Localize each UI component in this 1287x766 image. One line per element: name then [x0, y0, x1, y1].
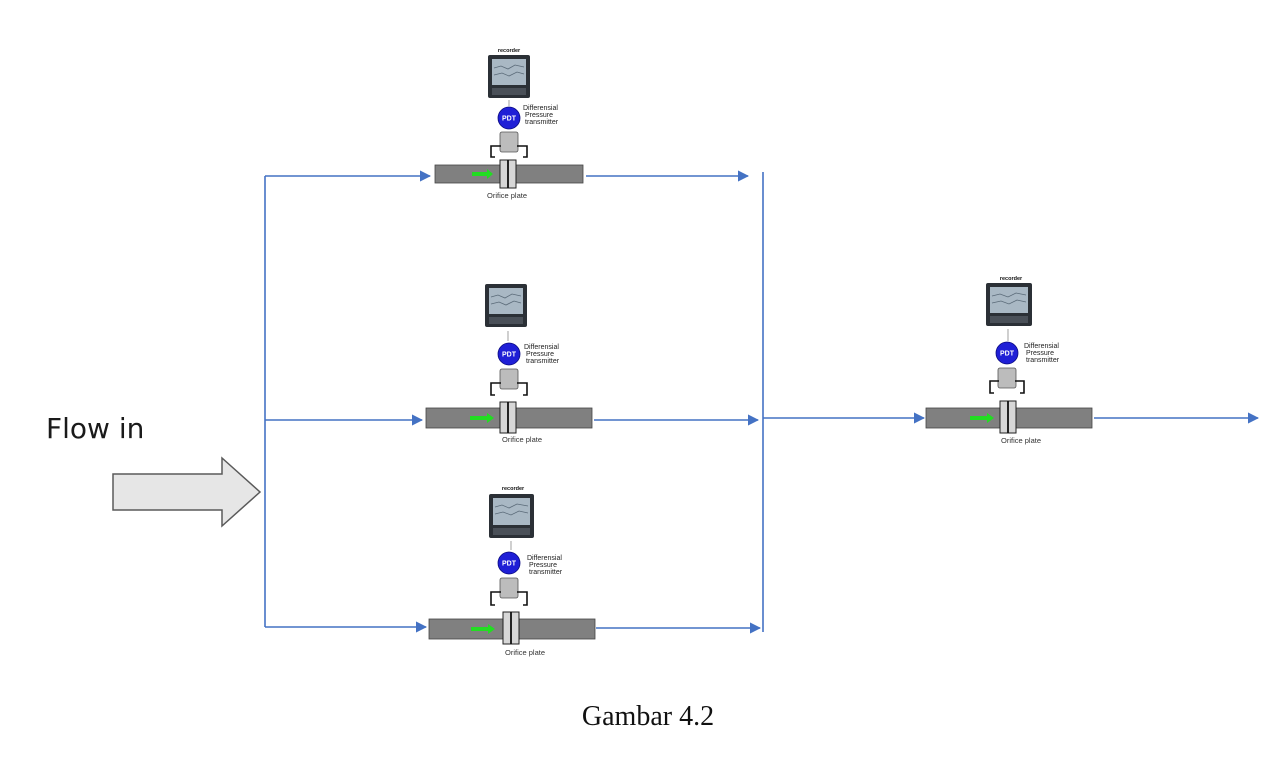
pdt-icon — [497, 551, 521, 575]
metering-station-middle: recorder PDT Differensial Pressure trans… — [425, 284, 593, 444]
metering-station-bottom: recorder PDT Differensial Pressure trans… — [428, 486, 596, 657]
impulse-lines — [490, 382, 501, 396]
pdt-icon — [995, 341, 1019, 365]
recorder-label: recorder — [498, 48, 521, 54]
transmitter-label-line-2: Pressure — [525, 112, 553, 119]
pdt-label: PDT — [502, 352, 517, 359]
orifice-plate-label: Orifice plate — [1001, 436, 1041, 445]
transmitter-label-line-1: Differensial — [1024, 343, 1059, 350]
flow-direction-arrow — [470, 413, 494, 423]
transmitter-label-line-3: transmitter — [525, 119, 559, 126]
transmitter-label-line-3: transmitter — [1026, 357, 1060, 364]
flow-direction-arrow — [970, 413, 994, 423]
pdt-icon — [497, 342, 521, 366]
flow-direction-arrow — [471, 624, 495, 634]
orifice-plate-label: Orifice plate — [502, 435, 542, 444]
transmitter-label-line-2: Pressure — [526, 351, 554, 358]
pdt-label: PDT — [1000, 351, 1015, 358]
pdt-label: PDT — [502, 116, 517, 123]
transmitter-label-line-2: Pressure — [529, 562, 557, 569]
transmitter-manifold — [499, 368, 519, 390]
metering-station-top: recorder PDT Differensial Pressure trans… — [434, 48, 584, 200]
transmitter-manifold — [499, 577, 519, 599]
pdt-icon — [497, 106, 521, 130]
impulse-lines — [989, 380, 999, 394]
transmitter-label-line-2: Pressure — [1026, 350, 1054, 357]
transmitter-label-line-1: Differensial — [524, 344, 559, 351]
figure-caption: Gambar 4.2 — [582, 701, 714, 732]
impulse-lines — [490, 145, 501, 158]
flow-direction-arrow — [472, 169, 493, 179]
orifice-plate-label: Orifice plate — [505, 648, 545, 657]
transmitter-label-line-1: Differensial — [527, 555, 562, 562]
orifice-plate-label: Orifice plate — [487, 191, 527, 200]
metering-station-outlet: recorder PDT Differensial Pressure trans… — [925, 276, 1093, 445]
transmitter-label-line-1: Differensial — [523, 105, 558, 112]
transmitter-label-line-3: transmitter — [526, 358, 560, 365]
recorder-label: recorder — [1000, 276, 1023, 282]
pdt-label: PDT — [502, 561, 517, 568]
transmitter-manifold — [499, 131, 519, 153]
recorder-label: recorder — [502, 486, 525, 492]
transmitter-label-line-3: transmitter — [529, 569, 563, 576]
impulse-lines — [490, 591, 501, 606]
flow-in-label: Flow in — [46, 412, 144, 445]
flow-in-arrow — [112, 456, 262, 528]
transmitter-manifold — [997, 367, 1017, 389]
